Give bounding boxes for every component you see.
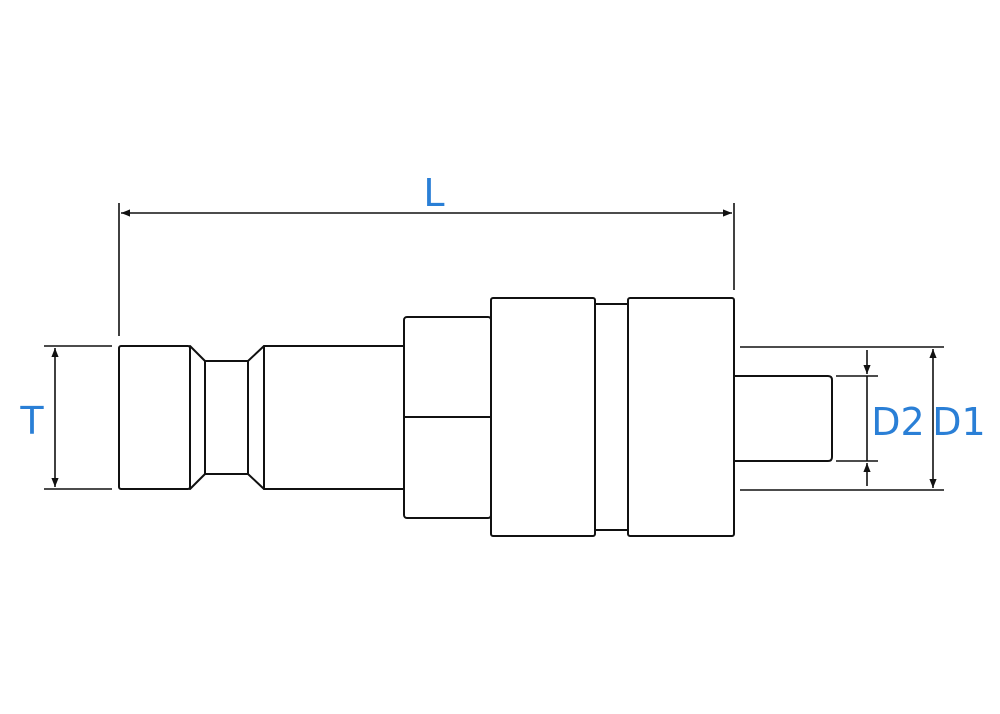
rear-body bbox=[627, 297, 735, 537]
plug-neck bbox=[189, 345, 265, 490]
label-t: T bbox=[19, 399, 44, 443]
label-d1: D1 bbox=[932, 400, 985, 444]
dimension-d1: D1 bbox=[740, 346, 986, 491]
middle-ring bbox=[594, 303, 629, 531]
tail-stub bbox=[733, 375, 833, 462]
label-l: L bbox=[423, 171, 444, 215]
dimension-d2: D2 bbox=[836, 350, 925, 486]
plug-nose bbox=[118, 345, 191, 490]
coupling-body bbox=[118, 297, 833, 537]
dimension-l: L bbox=[118, 171, 735, 336]
coupler-sleeve bbox=[490, 297, 596, 537]
dimension-t: T bbox=[19, 345, 112, 490]
label-d2: D2 bbox=[871, 400, 924, 444]
plug-shaft bbox=[263, 345, 407, 490]
